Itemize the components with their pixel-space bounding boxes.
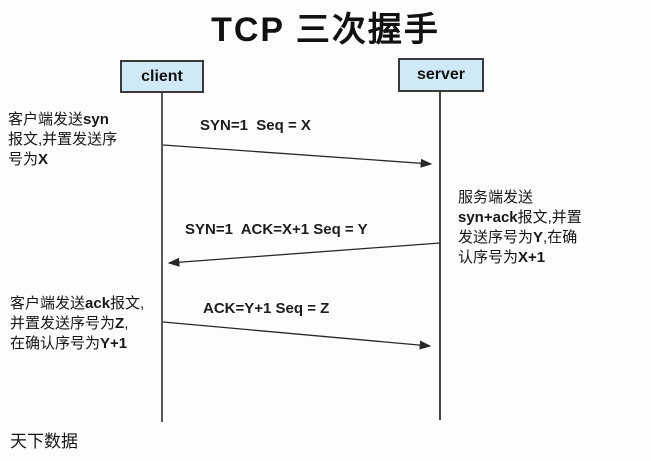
annotation-client-ack: 客户端发送ack报文,并置发送序号为Z,在确认序号为Y+1 (10, 295, 145, 352)
client-actor-label: client (141, 67, 183, 85)
message-label-ack: ACK=Y+1 Seq = Z (203, 300, 330, 317)
message-label-syn: SYN=1 Seq = X (200, 117, 311, 134)
arrow-ack (162, 321, 432, 350)
server-actor-label: server (416, 66, 466, 83)
arrow-syn (162, 144, 433, 168)
message-label-syn-ack: SYN=1 ACK=X+1 Seq = Y (185, 221, 368, 238)
diagram-title: TCP 三次握手 (211, 11, 440, 49)
client-actor-box: client (120, 60, 204, 93)
server-actor-box: server (398, 58, 484, 92)
watermark-brand-text: 天下数据 (10, 432, 78, 451)
arrow-syn-ack (167, 242, 441, 267)
